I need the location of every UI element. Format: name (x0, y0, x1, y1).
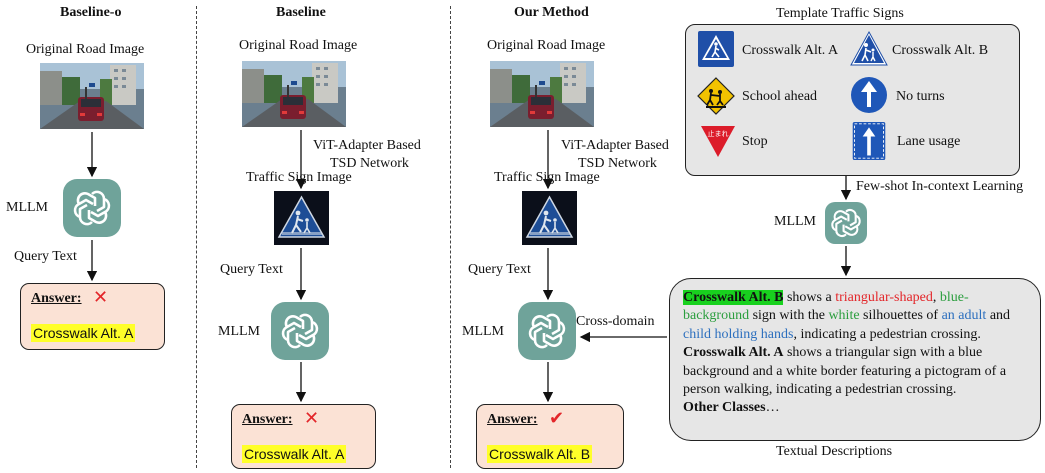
stop-sign-icon: 止まれ (701, 126, 735, 157)
baseline-mllm-icon (271, 302, 329, 360)
fewshot-mllm-icon (825, 202, 867, 244)
desc-b-text-5: sign with the (749, 308, 829, 324)
template-name-crosswalk-b: Crosswalk Alt. B (892, 43, 989, 58)
separator-2 (450, 6, 451, 468)
separator-1 (196, 6, 197, 468)
desc-b-text-1: shows a (783, 290, 836, 305)
desc-b-background: blue-background (683, 290, 969, 324)
fewshot-label: Few-shot In-context Learning (856, 179, 1024, 194)
answer-value: Crosswalk Alt. A (242, 445, 347, 463)
ours-sign-label: Traffic Sign Image (494, 170, 600, 185)
desc-a-text: shows a triangular sign with a blue back… (683, 345, 1007, 398)
answer-label: Answer: (487, 412, 538, 427)
baseline-answer-box: Answer: ✕ Crosswalk Alt. A (231, 404, 376, 469)
desc-other-text: … (765, 400, 780, 416)
baseline-sign-label: Traffic Sign Image (246, 170, 352, 185)
crosswalk-a-sign-icon (698, 31, 734, 67)
answer-value: Crosswalk Alt. A (31, 324, 136, 342)
baseline-o-title: Baseline-o (60, 5, 122, 20)
desc-a-name: Crosswalk Alt. A (683, 345, 784, 361)
baseline-road-label: Original Road Image (239, 38, 358, 53)
template-name-school-ahead: School ahead (742, 89, 818, 104)
baseline-query-label: Query Text (220, 262, 283, 277)
ours-tsd-label-1: ViT-Adapter Based (561, 138, 669, 153)
correct-check-icon: ✔ (549, 408, 565, 429)
ours-tsd-label-2: TSD Network (578, 156, 657, 171)
descriptions-panel (669, 278, 1041, 441)
desc-b-name: Crosswalk Alt. B (683, 290, 784, 305)
template-name-lane-usage: Lane usage (897, 134, 961, 149)
descriptions-text: Crosswalk Alt. B shows a triangular-shap… (683, 289, 1033, 418)
desc-b-white: white (828, 308, 860, 324)
lane-usage-sign-icon (852, 122, 886, 160)
no-turns-sign-icon (851, 77, 887, 113)
baseline-o-mllm-icon (63, 179, 121, 237)
template-name-crosswalk-a: Crosswalk Alt. A (742, 43, 839, 58)
desc-b-shape: triangular-shaped (835, 290, 933, 305)
ours-title: Our Method (514, 5, 589, 20)
answer-label: Answer: (31, 291, 82, 306)
descriptions-caption: Textual Descriptions (776, 444, 893, 459)
crosswalk-b-sign-icon (850, 30, 888, 66)
baseline-o-road-label: Original Road Image (26, 42, 145, 57)
answer-value: Crosswalk Alt. B (487, 445, 593, 463)
baseline-traffic-sign-image (274, 191, 329, 245)
answer-label: Answer: (242, 412, 293, 427)
desc-b-text-11: , indicating a pedestrian crossing. (793, 326, 981, 342)
desc-b-text-7: silhouettes of (859, 308, 942, 324)
desc-b-child: child holding hands (683, 326, 794, 342)
desc-b-text-3: , (932, 290, 940, 305)
desc-other-name: Other Classes (683, 400, 766, 416)
templates-title: Template Traffic Signs (776, 6, 904, 21)
wrong-cross-icon: ✕ (304, 408, 320, 429)
ours-answer-box: Answer: ✔ Crosswalk Alt. B (476, 404, 624, 469)
baseline-mllm-label: MLLM (218, 324, 260, 339)
school-ahead-sign-icon (697, 77, 735, 115)
baseline-tsd-label-2: TSD Network (330, 156, 409, 171)
baseline-o-answer-box: Answer: ✕ Crosswalk Alt. A (20, 283, 165, 350)
desc-b-text-9: and (986, 308, 1011, 324)
cross-domain-label: Cross-domain (576, 314, 655, 329)
baseline-o-query-label: Query Text (14, 249, 77, 264)
ours-mllm-icon (518, 302, 576, 360)
ours-mllm-label: MLLM (462, 324, 504, 339)
ours-query-label: Query Text (468, 262, 531, 277)
desc-b-adult: an adult (941, 308, 987, 324)
template-name-stop: Stop (742, 134, 768, 149)
fewshot-mllm-label: MLLM (774, 214, 816, 229)
ours-traffic-sign-image (522, 191, 577, 245)
svg-text:止まれ: 止まれ (708, 129, 729, 138)
baseline-title: Baseline (276, 5, 326, 20)
baseline-o-mllm-label: MLLM (6, 200, 48, 215)
template-name-no-turns: No turns (896, 89, 945, 104)
ours-road-label: Original Road Image (487, 38, 606, 53)
baseline-tsd-label-1: ViT-Adapter Based (313, 138, 421, 153)
wrong-cross-icon: ✕ (93, 287, 109, 308)
